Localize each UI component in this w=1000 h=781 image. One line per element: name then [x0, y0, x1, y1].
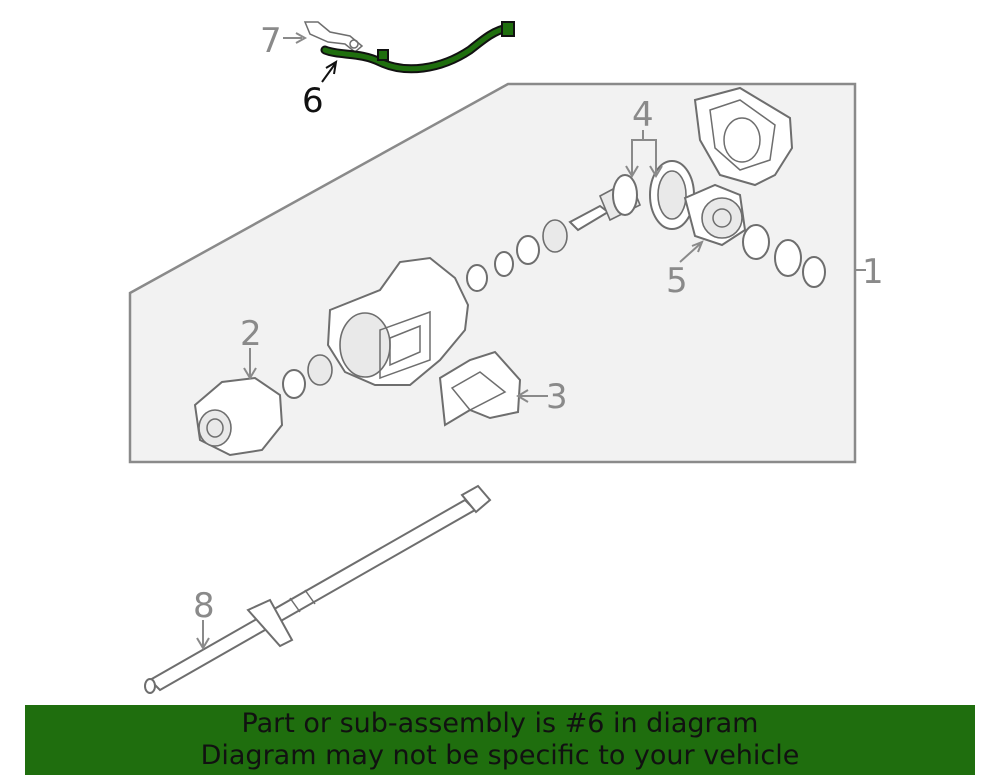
callout-4: 4	[632, 95, 654, 135]
part-5-differential-case[interactable]	[683, 183, 747, 247]
leader-3	[516, 389, 548, 403]
part-6-vent-hose[interactable]	[320, 21, 515, 74]
info-banner: Part or sub-assembly is #6 in diagram Di…	[25, 705, 975, 775]
callout-8: 8	[193, 586, 215, 626]
callout-6: 6	[302, 81, 324, 121]
callout-7: 7	[260, 21, 282, 61]
part-4-ring-pinion-gear[interactable]	[568, 160, 695, 232]
callout-1: 1	[862, 252, 884, 292]
differential-cover	[693, 86, 794, 187]
parts-diagram: 1 2 3 4 5 6 7 8	[128, 21, 884, 694]
leader-4	[625, 130, 663, 178]
banner-line-1: Part or sub-assembly is #6 in diagram	[241, 708, 759, 739]
part-3-mount-bracket[interactable]	[438, 350, 522, 427]
part-2-side-housing[interactable]	[193, 376, 284, 457]
banner-line-2: Diagram may not be specific to your vehi…	[200, 740, 800, 771]
part-8-propeller-shaft[interactable]	[144, 484, 492, 694]
callout-3: 3	[546, 377, 568, 417]
leader-7	[283, 32, 308, 44]
leader-5	[679, 240, 704, 263]
bearings-seals	[282, 219, 826, 399]
leader-6	[321, 60, 338, 83]
part-7-bracket[interactable]	[303, 21, 364, 53]
leader-8	[196, 620, 210, 650]
callout-2: 2	[240, 314, 262, 354]
callout-5: 5	[666, 261, 688, 301]
leader-2	[243, 348, 257, 380]
carrier-housing	[326, 256, 470, 386]
